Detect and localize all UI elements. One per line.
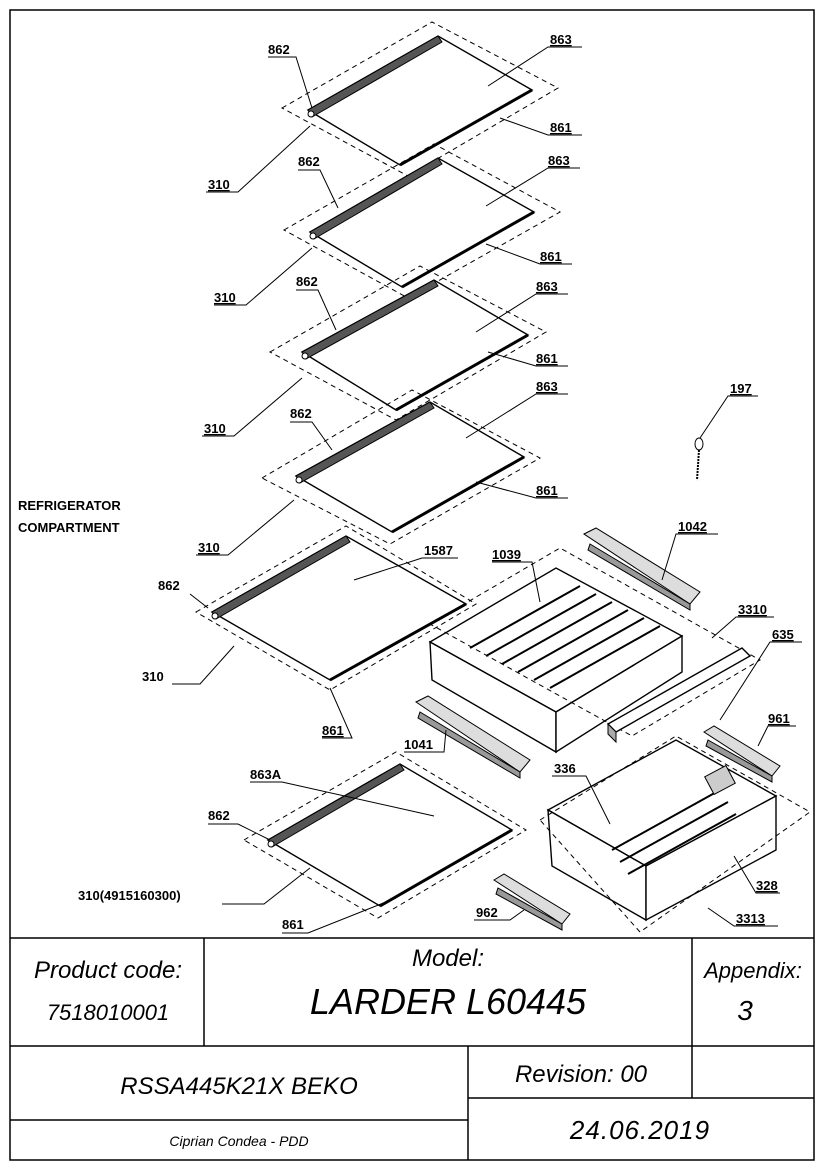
label-863: 863 bbox=[536, 379, 558, 394]
product-name: RSSA445K21X BEKO bbox=[120, 1073, 357, 1100]
compartment-label-line1: REFRIGERATOR bbox=[18, 498, 121, 513]
label-861: 861 bbox=[536, 351, 558, 366]
label-310: 310 bbox=[204, 421, 226, 436]
label-635: 635 bbox=[772, 627, 794, 642]
model-value: LARDER L60445 bbox=[310, 981, 587, 1022]
shelf-4 bbox=[260, 389, 542, 545]
appendix-label: Appendix: bbox=[702, 958, 802, 983]
shelf-863A bbox=[243, 751, 527, 919]
rail-1041 bbox=[415, 695, 531, 779]
label-1041: 1041 bbox=[404, 737, 433, 752]
rail-961 bbox=[703, 725, 781, 783]
screw-197 bbox=[694, 437, 704, 481]
label-862: 862 bbox=[296, 274, 318, 289]
appendix-value: 3 bbox=[737, 995, 753, 1026]
label-1587: 1587 bbox=[424, 543, 453, 558]
label-310-4915160300: 310(4915160300) bbox=[78, 888, 181, 903]
label-310: 310 bbox=[142, 669, 164, 684]
leader-lines bbox=[172, 46, 802, 934]
title-block bbox=[10, 937, 814, 1160]
label-310: 310 bbox=[198, 540, 220, 555]
part-labels: 862 863 861 310 862 863 861 310 862 863 … bbox=[18, 32, 794, 932]
label-3310: 3310 bbox=[738, 602, 767, 617]
label-310: 310 bbox=[214, 290, 236, 305]
label-336: 336 bbox=[554, 761, 576, 776]
title-block-text: Product code: 7518010001 Model: LARDER L… bbox=[34, 945, 802, 1149]
label-863: 863 bbox=[548, 153, 570, 168]
revision: Revision: 00 bbox=[515, 1061, 648, 1088]
shelf-2 bbox=[282, 143, 562, 299]
rail-962 bbox=[493, 873, 571, 931]
outline-3310 bbox=[428, 547, 762, 737]
label-1039: 1039 bbox=[492, 547, 521, 562]
label-861: 861 bbox=[282, 917, 304, 932]
label-861: 861 bbox=[536, 483, 558, 498]
label-1042: 1042 bbox=[678, 519, 707, 534]
cover-635 bbox=[606, 647, 752, 744]
label-861: 861 bbox=[550, 120, 572, 135]
compartment-label-line2: COMPARTMENT bbox=[18, 520, 120, 535]
product-code-label: Product code: bbox=[34, 957, 182, 984]
rail-1042 bbox=[583, 527, 701, 611]
label-862: 862 bbox=[208, 808, 230, 823]
shelf-3 bbox=[268, 265, 548, 421]
revision-date: 24.06.2019 bbox=[569, 1115, 710, 1145]
label-310: 310 bbox=[208, 177, 230, 192]
label-961: 961 bbox=[768, 711, 790, 726]
label-962: 962 bbox=[476, 905, 498, 920]
label-862: 862 bbox=[268, 42, 290, 57]
model-label: Model: bbox=[412, 945, 484, 972]
label-861: 861 bbox=[322, 723, 344, 738]
label-862: 862 bbox=[290, 406, 312, 421]
drawing-frame bbox=[9, 9, 815, 1161]
product-code-value: 7518010001 bbox=[47, 1000, 169, 1025]
crisper-drawer bbox=[546, 739, 778, 922]
label-862: 862 bbox=[298, 154, 320, 169]
label-863: 863 bbox=[536, 279, 558, 294]
label-861: 861 bbox=[540, 249, 562, 264]
label-862: 862 bbox=[158, 578, 180, 593]
label-863A: 863A bbox=[250, 767, 282, 782]
author: Ciprian Condea - PDD bbox=[169, 1133, 308, 1149]
label-197: 197 bbox=[730, 381, 752, 396]
shelf-1 bbox=[280, 21, 560, 177]
drawer-1039 bbox=[428, 567, 684, 754]
label-328: 328 bbox=[756, 878, 778, 893]
label-863: 863 bbox=[550, 32, 572, 47]
shelf-1587 bbox=[195, 525, 477, 691]
label-3313: 3313 bbox=[736, 911, 765, 926]
